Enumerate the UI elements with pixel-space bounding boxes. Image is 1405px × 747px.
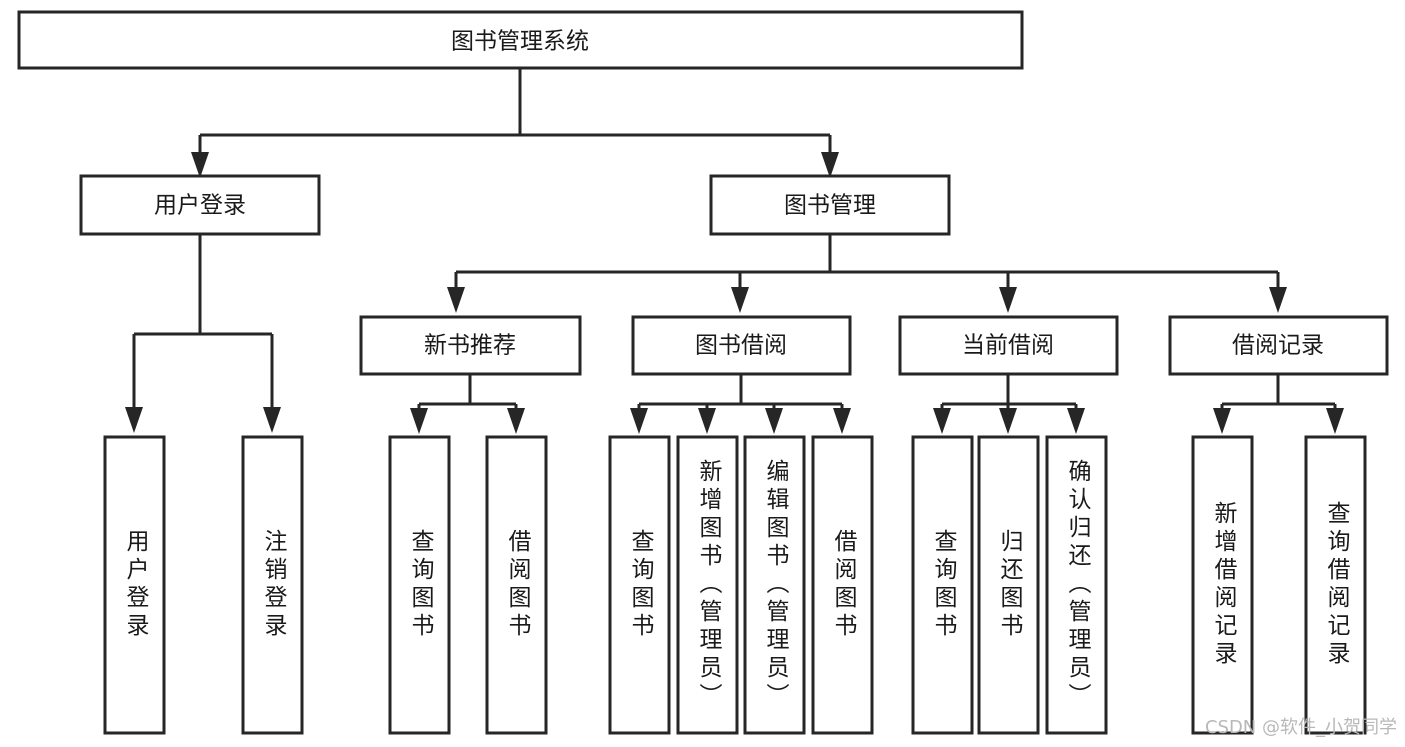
connectors-currentborrow-to-leaves [933,374,1085,434]
node-leaf-add-record-box[interactable] [1191,435,1254,735]
connectors-bookborrow-to-leaves [630,374,851,434]
arrow-head-current-borrow [999,287,1017,313]
arrow-head-leaf-edit-book [765,408,783,434]
node-leaf-return-book-box[interactable] [977,435,1040,735]
node-leaf-borrow-book-1-box[interactable] [485,435,548,735]
node-leaf-query-book-2-box[interactable] [608,435,671,735]
arrow-head-borrow-record [1269,287,1287,313]
node-book-management[interactable]: 图书管理 [709,174,951,236]
node-root[interactable]: 图书管理系统 [17,10,1024,70]
connector-current-borrow-branch [940,374,1078,412]
arrow-head-leaf-query-book-3 [933,408,951,434]
node-leaf-query-book-3[interactable] [911,435,974,735]
node-leaf-user-logout-box[interactable] [241,435,304,735]
node-leaf-query-book-1-box[interactable] [388,435,451,735]
node-leaf-confirm-return[interactable] [1045,435,1108,735]
connector-root-branch [198,68,832,160]
arrow-head-leaf-add-record [1213,408,1231,434]
arrow-head-leaf-add-book [698,408,716,434]
node-borrow-record-label: 借阅记录 [1232,333,1324,359]
arrow-head-leaf-return-book [999,408,1017,434]
arrow-head-book-management [821,152,839,178]
node-leaf-add-book-box[interactable] [676,435,739,735]
node-leaf-user-login-box[interactable] [103,435,166,735]
node-leaf-edit-book-box[interactable] [743,435,806,735]
connector-book-borrow-branch [637,374,844,412]
node-user-login-label: 用户登录 [154,193,246,219]
node-borrow-record[interactable]: 借阅记录 [1168,315,1389,376]
node-leaf-user-login[interactable] [103,435,166,735]
node-root-box[interactable] [17,10,1024,70]
node-new-book-recommend-box[interactable] [359,315,582,376]
arrow-head-leaf-confirm-return [1067,408,1085,434]
node-current-borrow[interactable]: 当前借阅 [898,315,1119,376]
node-borrow-record-box[interactable] [1168,315,1389,376]
node-new-book-recommend-label: 新书推荐 [424,333,516,359]
node-root-label: 图书管理系统 [451,29,589,55]
node-leaf-query-book-1[interactable] [388,435,451,735]
node-leaf-query-book-3-box[interactable] [911,435,974,735]
node-current-borrow-box[interactable] [898,315,1119,376]
arrow-head-book-borrow [731,287,749,313]
arrow-head-leaf-user-login [125,407,143,433]
connector-new-book-recommend-branch [417,374,518,412]
connectors-borrowrecord-to-leaves [1213,374,1344,434]
arrow-head-user-login [191,152,209,178]
node-new-book-recommend[interactable]: 新书推荐 [359,315,582,376]
node-leaf-add-record[interactable] [1191,435,1254,735]
arrow-head-leaf-borrow-book-1 [507,408,525,434]
arrow-head-leaf-query-record [1326,408,1344,434]
connector-user-login-branch [132,234,274,410]
connectors-newbook-to-leaves [410,374,525,434]
node-leaf-user-logout[interactable] [241,435,304,735]
node-leaf-borrow-book-2-box[interactable] [811,435,874,735]
connectors-root-to-level1 [191,68,839,178]
node-leaf-query-record-box[interactable] [1304,435,1367,735]
node-user-login[interactable]: 用户登录 [79,174,321,236]
node-book-borrow-label: 图书借阅 [695,333,787,359]
connector-borrow-record-branch [1220,374,1337,412]
node-leaf-borrow-book-1[interactable] [485,435,548,735]
arrow-head-leaf-query-book-2 [630,408,648,434]
arrow-head-leaf-user-logout [263,407,281,433]
node-book-management-label: 图书管理 [784,193,876,219]
arrow-head-new-book-recommend [447,287,465,313]
node-leaf-borrow-book-2[interactable] [811,435,874,735]
node-leaf-confirm-return-box[interactable] [1045,435,1108,735]
connectors-userlogin-to-leaves [125,234,281,433]
arrow-head-leaf-query-book-1 [410,408,428,434]
node-leaf-query-book-2[interactable] [608,435,671,735]
arrow-head-leaf-borrow-book-2 [833,408,851,434]
node-book-borrow[interactable]: 图书借阅 [631,315,852,376]
connectors-bookmanagement-to-level2 [447,234,1287,313]
node-book-borrow-box[interactable] [631,315,852,376]
node-leaf-return-book[interactable] [977,435,1040,735]
node-current-borrow-label: 当前借阅 [962,333,1054,359]
node-book-management-box[interactable] [709,174,951,236]
node-leaf-add-book[interactable] [676,435,739,735]
node-user-login-box[interactable] [79,174,321,236]
node-leaf-query-record[interactable] [1304,435,1367,735]
node-leaf-edit-book[interactable] [743,435,806,735]
connector-book-management-branch [454,234,1280,293]
